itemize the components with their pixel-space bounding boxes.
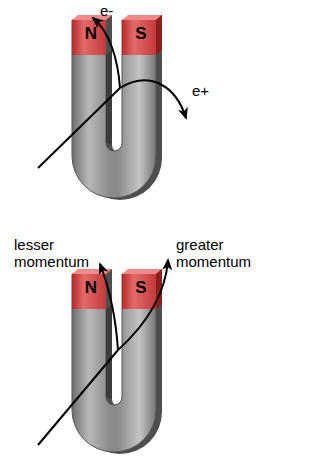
momentum-label: greater momentum xyxy=(176,236,260,270)
pole-letter: S xyxy=(122,278,160,298)
pole-letter: N xyxy=(72,24,110,44)
lesser-track xyxy=(100,264,118,350)
magnet-pole: N xyxy=(72,274,110,309)
horseshoe-magnet xyxy=(72,269,162,454)
pole-letter: N xyxy=(72,278,110,298)
magnet-pole: S xyxy=(122,274,160,309)
momentum-label: lesser momentum xyxy=(14,236,94,270)
positron-track xyxy=(120,80,186,118)
particle-label: e- xyxy=(100,2,124,19)
magnet-pole: N xyxy=(72,20,110,55)
particle-label: e+ xyxy=(192,82,216,99)
pole-letter: S xyxy=(122,24,160,44)
greater-track xyxy=(118,260,168,350)
horseshoe-magnet xyxy=(72,15,162,200)
magnet-pole: S xyxy=(122,20,160,55)
particle-track xyxy=(38,350,118,445)
particle-track xyxy=(38,88,120,168)
